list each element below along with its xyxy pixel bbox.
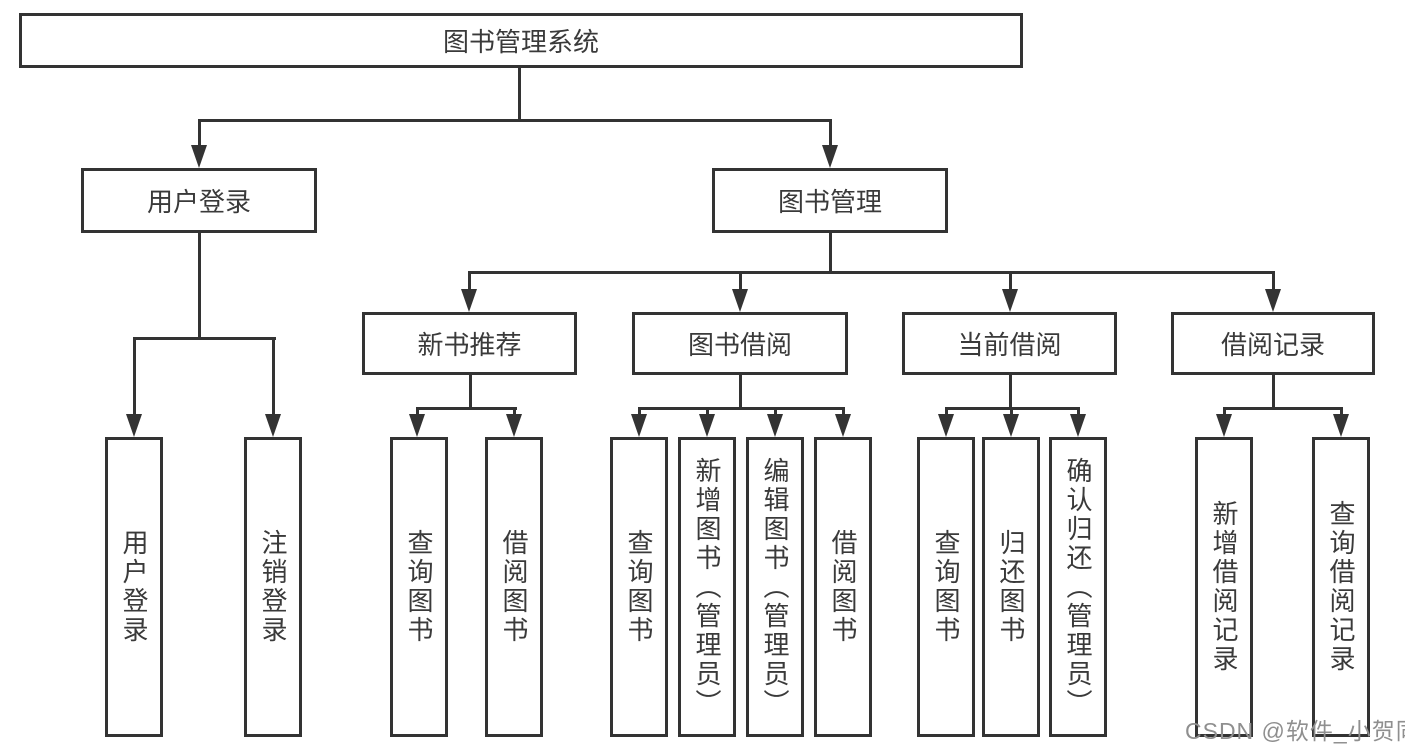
connector-line bbox=[829, 233, 832, 273]
connector-line bbox=[513, 407, 516, 419]
arrowhead-icon bbox=[822, 145, 838, 168]
leaf-logout: 注销登录 bbox=[244, 437, 302, 737]
leaf-user-login: 用户登录 bbox=[105, 437, 163, 737]
node-root: 图书管理系统 bbox=[19, 13, 1023, 68]
node-new-book-recommend: 新书推荐 bbox=[362, 312, 577, 375]
leaf-label: 借阅图书 bbox=[499, 529, 529, 645]
arrowhead-icon bbox=[1265, 289, 1281, 312]
node-book-borrow: 图书借阅 bbox=[632, 312, 848, 375]
connector-line bbox=[518, 68, 521, 120]
connector-line bbox=[1340, 407, 1343, 419]
arrowhead-icon bbox=[1216, 414, 1232, 437]
connector-line bbox=[133, 337, 276, 340]
leaf-borrow-book-recommend: 借阅图书 bbox=[485, 437, 543, 737]
connector-line bbox=[469, 375, 472, 409]
connector-line bbox=[416, 407, 517, 410]
node-book-management: 图书管理 bbox=[712, 168, 948, 233]
connector-line bbox=[1272, 271, 1275, 291]
connector-line bbox=[1009, 375, 1012, 409]
leaf-label: 归还图书 bbox=[996, 529, 1026, 645]
arrowhead-icon bbox=[126, 414, 142, 437]
leaf-label: 编辑图书（管理员） bbox=[760, 456, 790, 718]
connector-line bbox=[198, 233, 201, 339]
arrowhead-icon bbox=[506, 414, 522, 437]
connector-line bbox=[272, 337, 275, 417]
node-user-login: 用户登录 bbox=[81, 168, 317, 233]
connector-line bbox=[945, 407, 948, 419]
leaf-query-book-recommend: 查询图书 bbox=[390, 437, 448, 737]
leaf-query-book-current: 查询图书 bbox=[917, 437, 975, 737]
connector-line bbox=[1077, 407, 1080, 419]
connector-line bbox=[638, 407, 641, 419]
node-current-borrow: 当前借阅 bbox=[902, 312, 1117, 375]
connector-line bbox=[739, 375, 742, 409]
arrowhead-icon bbox=[461, 289, 477, 312]
arrowhead-icon bbox=[1333, 414, 1349, 437]
arrowhead-icon bbox=[835, 414, 851, 437]
leaf-label: 新增图书（管理员） bbox=[692, 456, 722, 718]
connector-line bbox=[198, 119, 832, 122]
arrowhead-icon bbox=[409, 414, 425, 437]
connector-line bbox=[1223, 407, 1226, 419]
leaf-label: 用户登录 bbox=[119, 529, 149, 645]
leaf-add-borrow-record: 新增借阅记录 bbox=[1195, 437, 1253, 737]
leaf-label: 查询图书 bbox=[931, 529, 961, 645]
leaf-edit-book-admin: 编辑图书（管理员） bbox=[746, 437, 804, 737]
leaf-label: 确认归还（管理员） bbox=[1063, 456, 1093, 718]
node-borrow-records: 借阅记录 bbox=[1171, 312, 1375, 375]
arrowhead-icon bbox=[631, 414, 647, 437]
arrowhead-icon bbox=[699, 414, 715, 437]
arrowhead-icon bbox=[1003, 414, 1019, 437]
leaf-label: 注销登录 bbox=[258, 529, 288, 645]
connector-line bbox=[829, 119, 832, 147]
leaf-query-borrow-record: 查询借阅记录 bbox=[1312, 437, 1370, 737]
arrowhead-icon bbox=[1002, 289, 1018, 312]
leaf-query-book-borrow: 查询图书 bbox=[610, 437, 668, 737]
connector-line bbox=[468, 271, 471, 291]
connector-line bbox=[774, 407, 777, 419]
connector-line bbox=[1223, 407, 1343, 410]
connector-line bbox=[416, 407, 419, 419]
leaf-label: 借阅图书 bbox=[828, 529, 858, 645]
connector-line bbox=[468, 271, 1275, 274]
arrowhead-icon bbox=[938, 414, 954, 437]
connector-line bbox=[706, 407, 709, 419]
csdn-watermark: CSDN @软件_小贺同学 bbox=[1185, 718, 1405, 744]
leaf-return-book: 归还图书 bbox=[982, 437, 1040, 737]
arrowhead-icon bbox=[732, 289, 748, 312]
leaf-label: 查询图书 bbox=[624, 529, 654, 645]
arrowhead-icon bbox=[1070, 414, 1086, 437]
connector-line bbox=[638, 407, 845, 410]
connector-line bbox=[842, 407, 845, 419]
arrowhead-icon bbox=[767, 414, 783, 437]
leaf-label: 新增借阅记录 bbox=[1209, 500, 1239, 674]
leaf-label: 查询借阅记录 bbox=[1326, 500, 1356, 674]
connector-line bbox=[739, 271, 742, 291]
leaf-borrow-book: 借阅图书 bbox=[814, 437, 872, 737]
leaf-confirm-return-admin: 确认归还（管理员） bbox=[1049, 437, 1107, 737]
connector-line bbox=[1272, 375, 1275, 409]
connector-line bbox=[1010, 407, 1013, 419]
leaf-add-book-admin: 新增图书（管理员） bbox=[678, 437, 736, 737]
arrowhead-icon bbox=[191, 145, 207, 168]
connector-line bbox=[198, 119, 201, 147]
connector-line bbox=[133, 337, 136, 417]
connector-line bbox=[1009, 271, 1012, 291]
leaf-label: 查询图书 bbox=[404, 529, 434, 645]
arrowhead-icon bbox=[265, 414, 281, 437]
